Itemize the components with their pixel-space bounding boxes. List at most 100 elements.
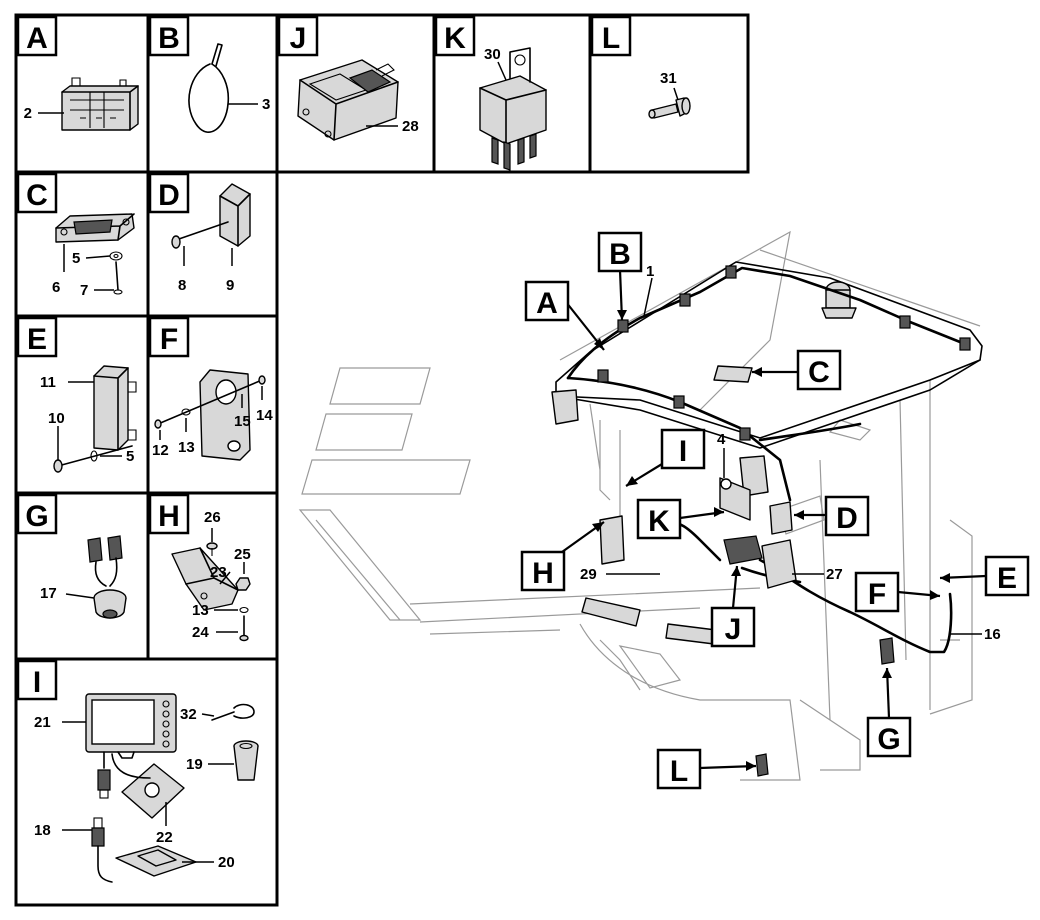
lower-panel-icon <box>581 597 641 627</box>
main-label-f: F <box>854 571 941 613</box>
main-label-a: A <box>524 280 605 351</box>
panel-a-parts: 2 <box>24 77 139 131</box>
bracket-nut-icon <box>235 577 251 591</box>
lower-panel-right-icon <box>665 623 717 645</box>
svg-text:E: E <box>27 323 47 356</box>
svg-text:G: G <box>25 500 48 533</box>
callout-2: 2 <box>24 105 32 122</box>
callout-17: 17 <box>40 585 57 602</box>
callout-22: 22 <box>156 829 173 846</box>
svg-text:I: I <box>33 666 41 699</box>
panel-f-parts: 12 13 15 14 <box>152 369 273 461</box>
svg-text:J: J <box>725 613 742 646</box>
main-label-boxes: A B C D E F <box>520 231 1030 790</box>
main-label-d: D <box>794 495 870 537</box>
svg-text:B: B <box>609 238 631 271</box>
relay-icon <box>479 47 547 171</box>
panel-l-parts: 31 <box>648 70 691 119</box>
main-label-l: L <box>656 748 757 790</box>
svg-text:F: F <box>868 578 886 611</box>
main-label-j: J <box>710 565 756 648</box>
callout-11: 11 <box>40 374 56 391</box>
bracket-main-icon <box>599 515 625 565</box>
callout-13-f: 13 <box>178 439 195 456</box>
svg-text:B: B <box>158 22 180 55</box>
truck-cab-illustration <box>298 230 983 781</box>
svg-text:K: K <box>444 22 466 55</box>
callout-5-e: 5 <box>126 448 134 465</box>
svg-text:J: J <box>290 22 307 55</box>
main-label-c: C <box>752 349 842 391</box>
cable-tie-small-icon <box>211 703 255 721</box>
buzzer-main-icon <box>879 637 895 665</box>
callout-26: 26 <box>204 509 221 526</box>
callout-32: 32 <box>180 706 197 723</box>
callout-28: 28 <box>402 118 419 135</box>
callout-18: 18 <box>34 822 51 839</box>
main-callouts: 1 4 29 27 16 <box>580 263 1001 643</box>
usb-cable-icon <box>91 817 113 883</box>
svg-text:C: C <box>26 179 48 212</box>
svg-text:L: L <box>602 22 620 55</box>
svg-text:L: L <box>670 755 688 788</box>
cable-tie-icon <box>188 43 230 133</box>
main-label-e: E <box>939 555 1030 597</box>
control-module-main-icon <box>723 535 763 565</box>
callout-6: 6 <box>52 279 60 296</box>
panel-k-letter: K <box>434 15 476 57</box>
callout-9: 9 <box>226 277 234 294</box>
svg-text:G: G <box>877 723 900 756</box>
callout-23: 23 <box>210 564 227 581</box>
main-label-k: K <box>636 498 725 540</box>
main-label-g: G <box>866 667 912 758</box>
svg-text:E: E <box>997 562 1017 595</box>
module-e-main-icon <box>739 455 769 497</box>
callout-21: 21 <box>34 714 51 731</box>
bolt-icon <box>648 97 691 119</box>
panel-c-letter: C <box>16 172 58 214</box>
panel-j-parts: 28 <box>297 59 419 141</box>
module-bracket-icon <box>93 365 137 451</box>
panel-g-letter: G <box>16 493 58 535</box>
cab-ghost-outline <box>298 230 981 781</box>
panel-h-letter: H <box>148 493 190 535</box>
svg-text:C: C <box>808 356 830 389</box>
connector-module-icon <box>61 77 139 131</box>
monitor-bracket-icon <box>121 763 185 819</box>
bracket-bolt-h-icon <box>239 615 249 642</box>
panel-j-letter: J <box>277 15 319 57</box>
bracket-washer-icon <box>239 606 249 614</box>
panel-i-letter: I <box>16 659 58 701</box>
module-a-icon <box>551 389 579 425</box>
callout-12: 12 <box>152 442 169 459</box>
svg-text:K: K <box>648 505 670 538</box>
panel-l-letter: L <box>590 15 632 57</box>
callout-8: 8 <box>178 277 186 294</box>
callout-5: 5 <box>72 250 80 267</box>
svg-text:A: A <box>536 287 558 320</box>
svg-text:D: D <box>836 502 858 535</box>
callout-19: 19 <box>186 756 203 773</box>
callout-10: 10 <box>48 410 65 427</box>
bracket-screw-icon <box>206 542 218 556</box>
panel-letter-boxes: A B J K L C D E <box>16 15 632 701</box>
junction-box-icon <box>219 183 251 247</box>
mounting-bolt-icon <box>171 221 229 249</box>
fastener-main-icon <box>720 478 732 490</box>
main-callout-4: 4 <box>717 431 726 448</box>
svg-text:F: F <box>160 323 178 356</box>
interior-light-main-icon <box>713 365 753 383</box>
angle-bracket-icon <box>171 547 239 611</box>
callout-15: 15 <box>234 413 251 430</box>
panel-e-letter: E <box>16 316 58 358</box>
panel-b-parts: 3 <box>188 43 270 133</box>
main-label-i: I <box>625 428 706 487</box>
panel-e-parts: 11 10 5 <box>40 365 137 473</box>
svg-text:A: A <box>26 22 48 55</box>
callout-13-h: 13 <box>192 602 209 619</box>
monitor-cable-icon <box>97 751 151 799</box>
junction-box-main-icon <box>769 501 793 535</box>
callout-7: 7 <box>80 282 88 299</box>
svg-text:H: H <box>532 557 554 590</box>
